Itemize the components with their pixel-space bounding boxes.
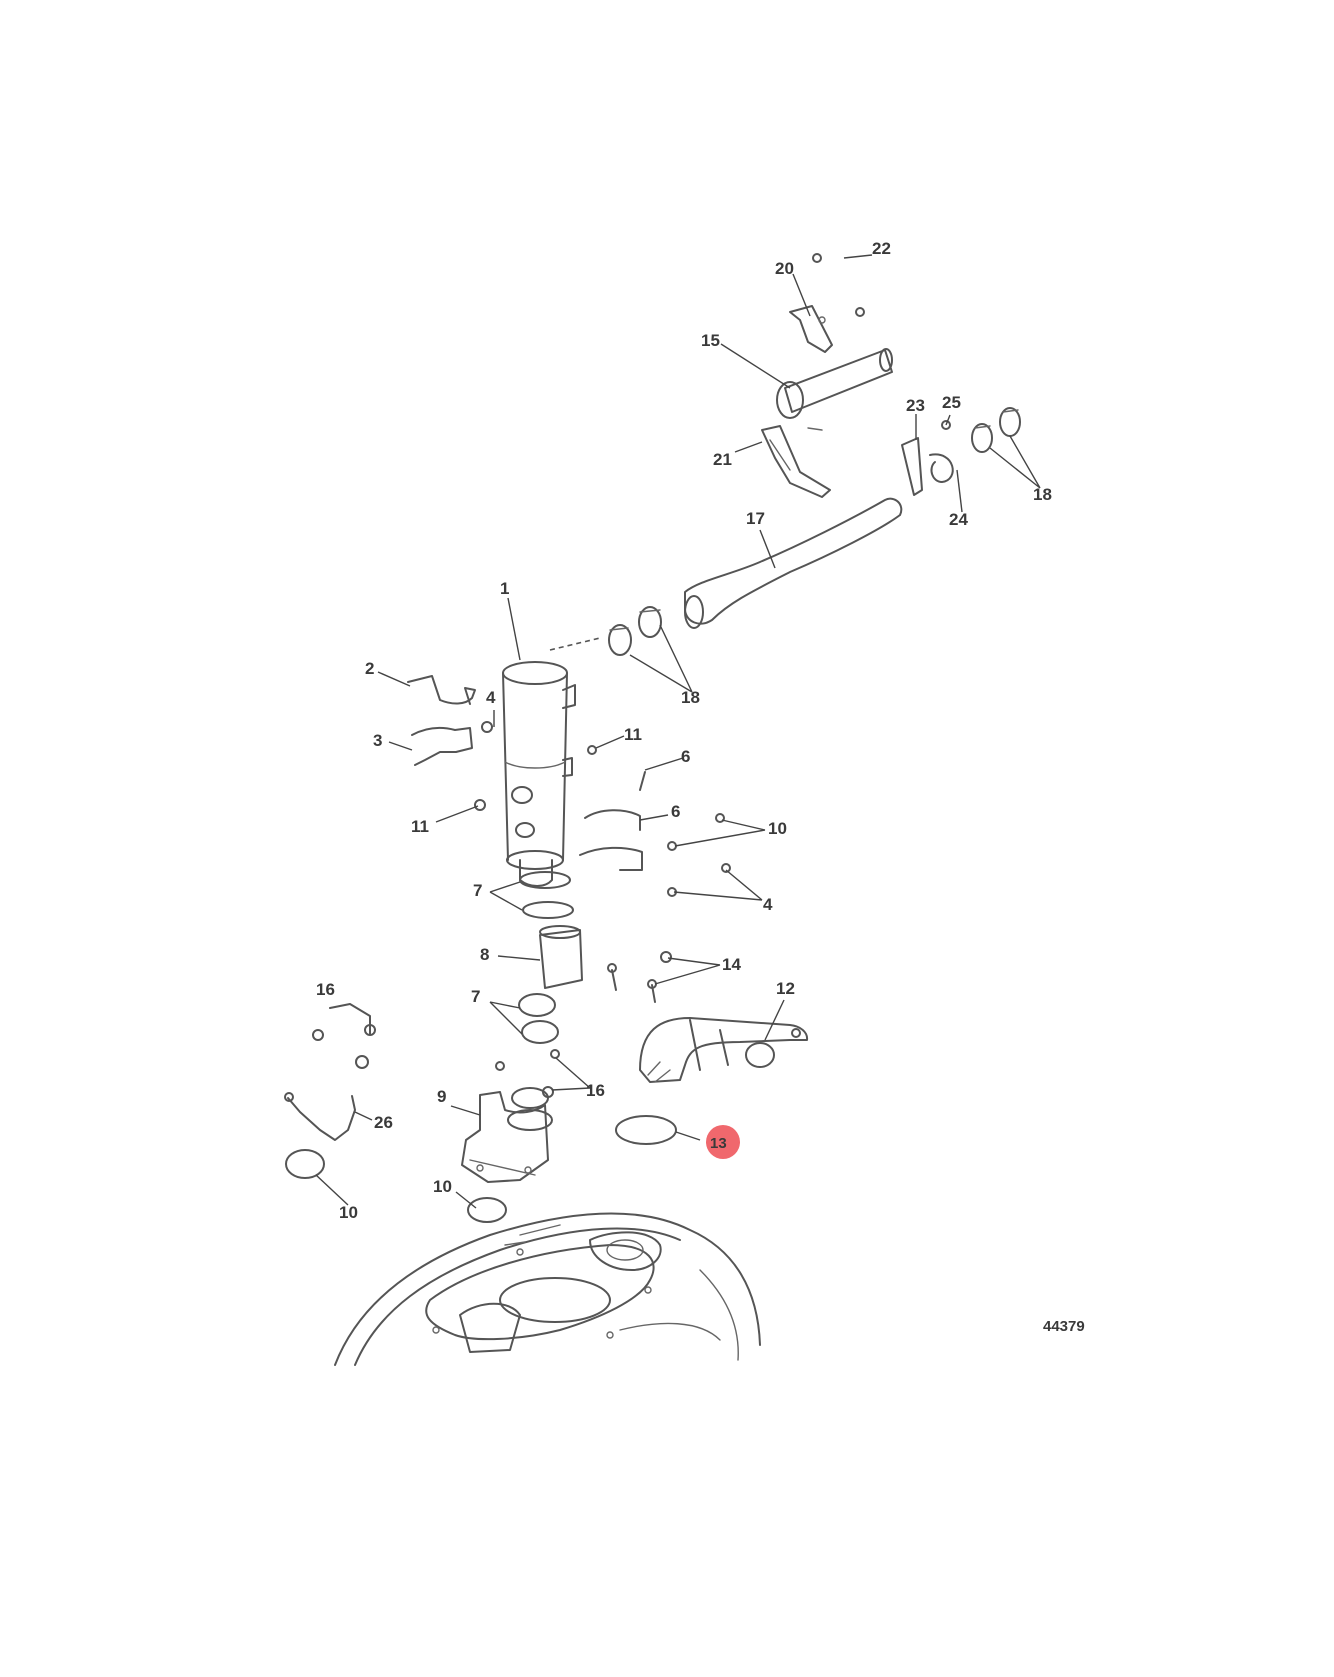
callout-6-lower[interactable]: 6: [671, 802, 680, 821]
part-engine-base: [334, 1212, 761, 1366]
callout-21[interactable]: 21: [713, 450, 732, 469]
callout-11-right[interactable]: 11: [624, 725, 642, 744]
part-bolts-14: [607, 951, 672, 1003]
callout-24[interactable]: 24: [949, 510, 968, 529]
callout-25[interactable]: 25: [942, 393, 961, 412]
callout-7-upper[interactable]: 7: [473, 881, 482, 900]
part-hose-8: [539, 925, 583, 989]
callout-2[interactable]: 2: [365, 659, 374, 678]
callout-11-left[interactable]: 11: [411, 817, 429, 836]
part-clamps-18-upper: [971, 407, 1021, 453]
part-elbow-12: [639, 1017, 809, 1083]
highlight-marker[interactable]: [706, 1125, 740, 1159]
part-brackets-6: [474, 745, 731, 897]
callout-23[interactable]: 23: [906, 396, 925, 415]
callout-10-middle[interactable]: 10: [433, 1177, 452, 1196]
leader-lines: [315, 254, 1041, 1209]
callout-26[interactable]: 26: [374, 1113, 393, 1132]
callout-10-right[interactable]: 10: [768, 819, 787, 838]
part-hose-17: [684, 497, 903, 629]
callout-8[interactable]: 8: [480, 945, 489, 964]
part-gaskets-10-lower: [285, 1149, 507, 1223]
callout-10-left[interactable]: 10: [339, 1203, 358, 1222]
callout-12[interactable]: 12: [776, 979, 795, 998]
callout-7-lower[interactable]: 7: [471, 987, 480, 1006]
callout-15[interactable]: 15: [701, 331, 720, 350]
figure-id: 44379: [1043, 1318, 1085, 1335]
part-clamps-18-lower: [608, 606, 662, 656]
callout-16-left[interactable]: 16: [316, 980, 335, 999]
callout-6-upper[interactable]: 6: [681, 747, 690, 766]
callout-18-lower[interactable]: 18: [681, 688, 700, 707]
callout-1[interactable]: 1: [500, 579, 509, 598]
part-gasket-13: [615, 1115, 677, 1145]
part-tube-26: [284, 1092, 356, 1141]
connection-dashed-line: [549, 637, 601, 651]
callout-20[interactable]: 20: [775, 259, 794, 278]
callout-14[interactable]: 14: [722, 955, 741, 974]
callout-3[interactable]: 3: [373, 731, 382, 750]
callout-18-upper[interactable]: 18: [1033, 485, 1052, 504]
callout-13[interactable]: 13: [710, 1135, 727, 1152]
part-clamps-7-upper: [519, 871, 574, 919]
part-bracket-23: [901, 420, 954, 496]
callout-17[interactable]: 17: [746, 509, 765, 528]
callout-9[interactable]: 9: [437, 1087, 446, 1106]
callout-22[interactable]: 22: [872, 239, 891, 258]
part-bracket-20: [789, 253, 865, 353]
part-muffler-upper: [776, 348, 893, 431]
part-fittings-16: [312, 1003, 560, 1098]
callout-16-right[interactable]: 16: [586, 1081, 605, 1100]
callout-4-lower[interactable]: 4: [763, 895, 773, 914]
part-brackets-2-3: [407, 675, 493, 766]
part-exhaust-pipe-1: [502, 661, 576, 887]
part-clamps-7-lower: [518, 993, 559, 1044]
part-bracket-21: [761, 425, 831, 498]
part-housing-9: [461, 1087, 553, 1183]
callout-4-upper[interactable]: 4: [486, 688, 496, 707]
